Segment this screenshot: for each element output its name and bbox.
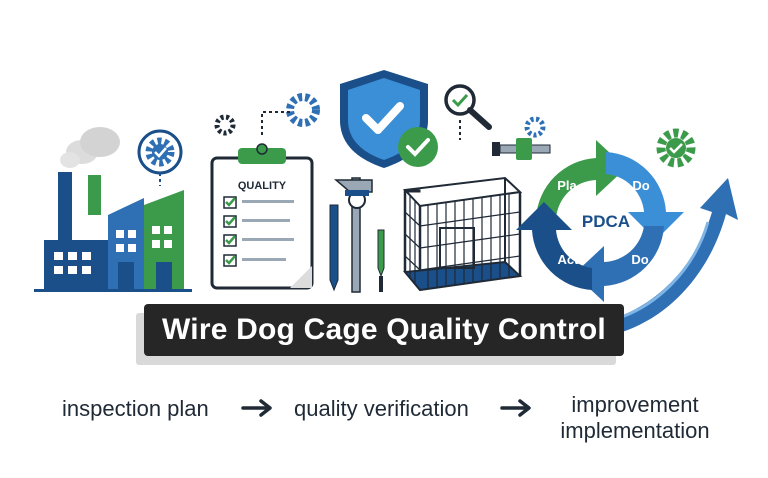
gear-check-icon (137, 129, 183, 186)
wire-cage-icon (402, 176, 523, 292)
micrometer-icon (492, 116, 551, 160)
pdca-plan-label: Pla (557, 178, 577, 193)
page-title: Wire Dog Cage Quality Control (162, 313, 606, 346)
check-circle-icon (398, 127, 438, 167)
pdca-do-top-label: Do (632, 178, 649, 193)
gear-check-icon (656, 128, 696, 168)
pdca-act-label: Act (558, 252, 580, 267)
flow-step-inspection-plan: inspection plan (62, 396, 209, 421)
pdca-center-label: PDCA (582, 212, 630, 231)
caliper-icon (329, 177, 385, 293)
pdca-cycle-icon: PDCA Pla Do Act Do (516, 140, 684, 302)
magnifier-check-icon (444, 84, 492, 140)
gear-icon (214, 93, 320, 136)
flow-step-improvement-implementation: improvement implementation (560, 392, 710, 443)
factory-icon (34, 127, 192, 292)
arrow-right-icon (500, 399, 531, 417)
arrow-right-icon (241, 399, 272, 417)
clipboard-checklist-icon: QUALITY (210, 143, 314, 290)
clipboard-heading: QUALITY (238, 180, 287, 192)
flow-step-quality-verification: quality verification (294, 396, 469, 421)
title-banner: Wire Dog Cage Quality Control (144, 304, 624, 356)
pdca-do-bottom-label: Do (631, 252, 648, 267)
